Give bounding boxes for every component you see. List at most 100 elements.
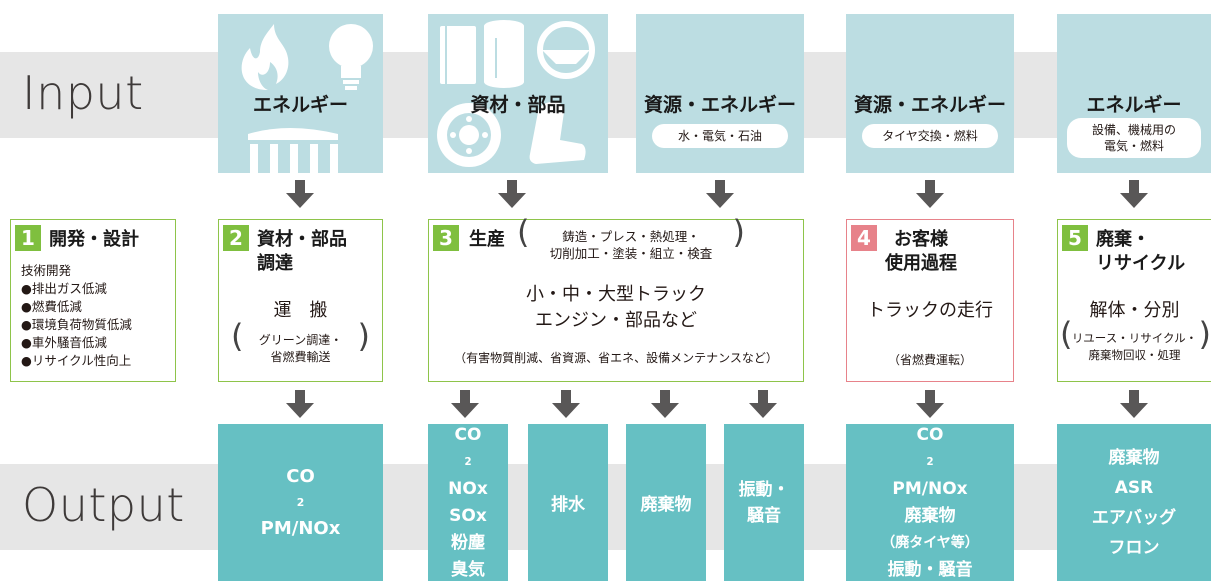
output-item: 廃棄物 [1108, 447, 1160, 468]
output-item: 廃棄物 [640, 495, 692, 515]
input-box-materials: 資材・部品 [428, 14, 608, 173]
output-item: 廃棄物 [904, 505, 956, 526]
stage-disposal-recycling: 5 廃棄・ リサイクル 解体・分別 ( リユース・リサイクル・ 廃棄物回収・処理… [1057, 219, 1211, 382]
input-label: Input [22, 66, 144, 120]
input-box-energy-5: エネルギー 設備、機械用の 電気・燃料 [1057, 14, 1211, 173]
stage-sub: ( リユース・リサイクル・ 廃棄物回収・処理 ) [1058, 318, 1211, 364]
down-arrow-icon [916, 180, 944, 208]
output-item: 振動・騒音 [887, 559, 973, 580]
stage-title-line: お客様 [894, 229, 948, 250]
paper-roll-icon [440, 26, 476, 84]
main-line: エンジン・部品など [535, 310, 697, 331]
input-box-resources-use: 資源・エネルギー タイヤ交換・燃料 [846, 14, 1014, 173]
output-item: 臭気 [451, 559, 485, 580]
output-disposal: 廃棄物 ASR エアバッグ フロン [1057, 424, 1211, 581]
drum-icon [484, 20, 524, 88]
input-note: 設備、機械用の 電気・燃料 [1067, 118, 1201, 158]
open-paren: ( [1060, 315, 1073, 353]
input-title: 資源・エネルギー [853, 94, 1006, 116]
factory-icon [248, 128, 338, 173]
output-item: （廃タイヤ等） [881, 534, 979, 551]
output-item: 粉塵 [451, 532, 485, 553]
stage-production: 3 生産 ( 鋳造・プレス・熱処理・ 切削加工・塗装・組立・検査 ) 小・中・大… [428, 216, 804, 382]
output-item: 騒音 [747, 505, 781, 526]
sub-line: 省燃費輸送 [270, 350, 331, 364]
close-paren: ) [732, 213, 745, 251]
down-arrow-icon [286, 390, 314, 418]
input-title: 資材・部品 [470, 94, 566, 116]
stage-title-line: 使用過程 [885, 253, 957, 274]
seat-icon [529, 101, 586, 164]
stage-main: 小・中・大型トラック エンジン・部品など [429, 282, 803, 334]
input-note: タイヤ交換・燃料 [862, 124, 998, 148]
stage-sub: （省燃費運転） [887, 353, 972, 367]
stage-title: 資材・部品 調達 [257, 228, 347, 276]
output-item: PM/NOx [892, 478, 968, 499]
output-item: SOx [449, 505, 487, 526]
down-arrow-icon [1120, 180, 1148, 208]
stage-main: トラックの走行 [867, 300, 993, 321]
stage-customer-use: 4 お客様 使用過程 トラックの走行 （省燃費運転） [846, 219, 1014, 382]
fire-icon [241, 24, 289, 90]
stage-development-design: 1 開発・設計 技術開発 ●排出ガス低減 ●燃費低減 ●環境負荷物質低減 ●車外… [10, 219, 176, 382]
output-item: 排水 [551, 495, 585, 515]
process-line: 鋳造・プレス・熱処理・ [562, 229, 700, 244]
stage-main: 解体・分別 [1089, 300, 1180, 321]
stage-title-line: 廃棄・ [1096, 229, 1150, 250]
process-line: 切削加工・塗装・組立・検査 [549, 246, 713, 261]
input-title: エネルギー [1086, 94, 1182, 116]
down-arrow-icon [916, 390, 944, 418]
output-item: NOx [448, 478, 488, 499]
input-note: 水・電気・石油 [652, 124, 788, 148]
stage-title-line: 調達 [257, 253, 293, 274]
stage-title: お客様 使用過程 [885, 228, 957, 276]
stage-number: 1 [15, 225, 41, 251]
stage-title-line: 資材・部品 [257, 229, 347, 250]
main-line: 小・中・大型トラック [526, 284, 706, 305]
input-note-line: 電気・燃料 [1103, 139, 1164, 153]
stage-details: 技術開発 ●排出ガス低減 ●燃費低減 ●環境負荷物質低減 ●車外騒音低減 ●リサ… [21, 262, 132, 370]
down-arrow-icon [498, 180, 526, 208]
input-box-energy-1: エネルギー [218, 14, 383, 173]
detail-line: ●環境負荷物質低減 [21, 317, 132, 332]
detail-line: ●燃費低減 [21, 299, 82, 314]
down-arrow-icon [749, 390, 777, 418]
output-item: フロン [1108, 537, 1160, 558]
output-label: Output [22, 478, 185, 532]
output-production-noise: 振動・ 騒音 [724, 424, 804, 581]
stage-title-line: リサイクル [1096, 253, 1186, 274]
input-title: エネルギー [252, 94, 348, 116]
stage-process: ( 鋳造・プレス・熱処理・ 切削加工・塗装・組立・検査 ) [517, 216, 745, 262]
stage-number: 3 [433, 225, 459, 251]
down-arrow-icon [552, 390, 580, 418]
down-arrow-icon [651, 390, 679, 418]
output-item: ASR [1114, 477, 1154, 498]
input-box-resources-production: 資源・エネルギー 水・電気・石油 [636, 14, 804, 173]
stage-procurement: 2 資材・部品 調達 運 搬 ( グリーン調達・ 省燃費輸送 ) [218, 219, 383, 382]
sub-line: グリーン調達・ [258, 333, 343, 347]
lightbulb-icon [329, 24, 373, 90]
input-note-line: 設備、機械用の [1091, 123, 1176, 137]
output-item: 振動・ [738, 479, 790, 500]
output-item: エアバッグ [1091, 507, 1177, 528]
stage-sub: ( グリーン調達・ 省燃費輸送 ) [219, 320, 382, 366]
stage-note: （有害物質削減、省資源、省エネ、設備メンテナンスなど） [454, 351, 778, 365]
detail-line: ●リサイクル性向上 [21, 353, 132, 368]
stage-title: 開発・設計 [49, 229, 139, 250]
stage-number: 4 [851, 225, 877, 251]
detail-line: ●排出ガス低減 [21, 281, 107, 296]
stage-main: 運 搬 [273, 300, 328, 321]
output-item: PM/NOx [260, 517, 341, 539]
output-production-wastewater: 排水 [528, 424, 608, 581]
input-title: 資源・エネルギー [643, 94, 796, 116]
stage-title: 生産 [469, 229, 505, 250]
open-paren: ( [231, 317, 244, 355]
steering-wheel-icon [537, 21, 595, 79]
down-arrow-icon [706, 180, 734, 208]
down-arrow-icon [1120, 390, 1148, 418]
